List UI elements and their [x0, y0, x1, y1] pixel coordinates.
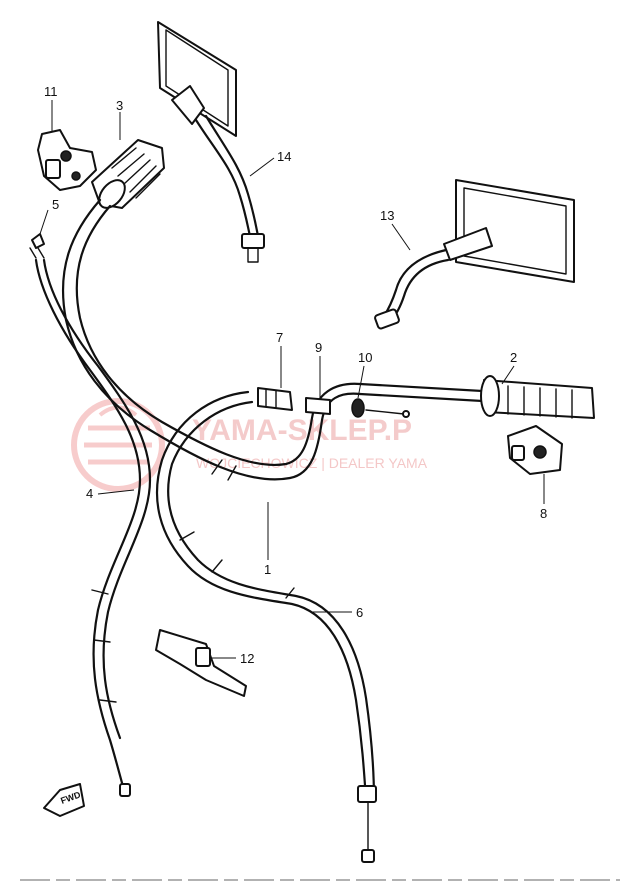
callout-2: 2 — [510, 350, 517, 365]
throttle-collar — [305, 397, 331, 415]
left-grip — [91, 139, 165, 209]
cable-end-adjuster — [31, 233, 45, 249]
throttle-washer — [351, 398, 410, 418]
callout-14: 14 — [277, 149, 291, 164]
callout-8: 8 — [540, 506, 547, 521]
callout-5: 5 — [52, 197, 59, 212]
right-grip — [480, 375, 595, 419]
mirror-left — [157, 21, 265, 263]
callout-3: 3 — [116, 98, 123, 113]
right-switch — [507, 425, 563, 475]
throttle-cable — [155, 390, 377, 863]
callout-9: 9 — [315, 340, 322, 355]
callout-12: 12 — [240, 651, 254, 666]
callout-10: 10 — [358, 350, 372, 365]
left-lever-bracket — [37, 129, 97, 191]
watermark: YAMA-SKLEP.P WOJCIECHOWICZ | DEALER YAMA — [71, 398, 428, 492]
callout-1: 1 — [264, 562, 271, 577]
watermark-dealer: WOJCIECHOWICZ | DEALER YAMA — [196, 455, 428, 471]
callout-13: 13 — [380, 208, 394, 223]
callout-7: 7 — [276, 330, 283, 345]
callout-4: 4 — [86, 486, 93, 501]
watermark-brand: YAMA-SKLEP.P — [192, 414, 412, 447]
fwd-arrow: FWD — [43, 783, 85, 817]
cable-clamp — [155, 629, 247, 697]
callout-11: 11 — [44, 84, 58, 99]
mirror-right — [374, 179, 575, 330]
throttle-sleeve — [257, 387, 293, 411]
clutch-cable — [29, 247, 152, 797]
callout-6: 6 — [356, 605, 363, 620]
